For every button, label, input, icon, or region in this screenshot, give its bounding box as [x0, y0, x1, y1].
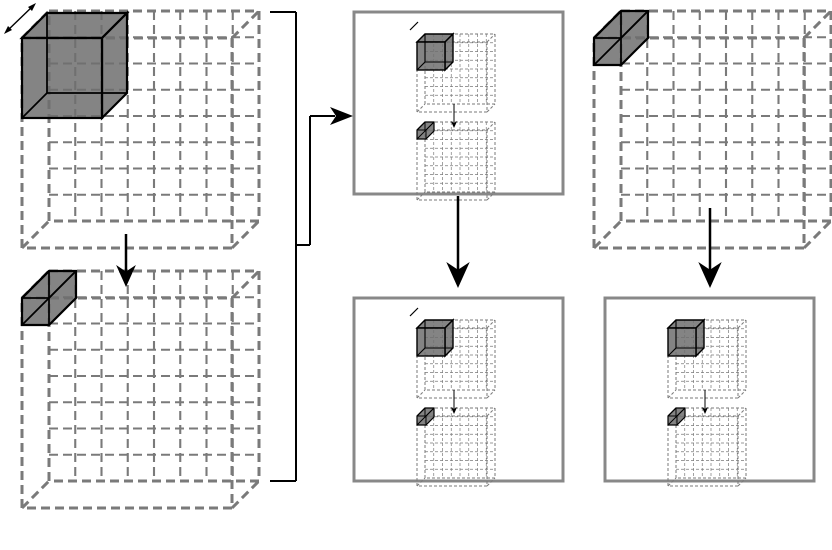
panel-bottom-center-inner-arrow	[450, 390, 458, 414]
panel-bottom-center-kernel-cube	[415, 318, 455, 358]
unit-cell-bottom-left	[20, 269, 78, 327]
panel-bottom-center-unit-grid	[416, 407, 496, 487]
panel-top-center-unit-grid	[416, 121, 496, 201]
panel-bottom-right-unit-cell	[667, 407, 686, 426]
panel-bottom-center-kernel-grid	[416, 319, 496, 399]
unit-cell-top-right	[592, 9, 650, 67]
arrow-center-down	[446, 196, 470, 288]
panel-bottom-right-kernel-cube	[666, 318, 706, 358]
arrow-right-down	[698, 208, 722, 288]
panel-top-center-tick	[409, 21, 419, 31]
arrow-left-down	[116, 234, 136, 287]
double-arrow-icon	[4, 3, 36, 34]
panel-bottom-right-unit-grid	[667, 407, 747, 487]
grid-bottom-left	[20, 269, 261, 510]
panel-bottom-right-inner-arrow	[701, 390, 709, 414]
panel-top-center-kernel-cube	[415, 32, 455, 72]
grid-top-right	[592, 9, 832, 250]
panel-bottom-center-tick	[409, 307, 419, 317]
panel-top-center-unit-cell	[416, 121, 435, 140]
panel-top-center	[352, 10, 565, 196]
large-kernel-cube	[19, 10, 130, 121]
bracket-to-panel	[270, 11, 353, 482]
panel-top-center-inner-arrow	[450, 104, 458, 128]
panel-bottom-center-unit-cell	[416, 407, 435, 426]
